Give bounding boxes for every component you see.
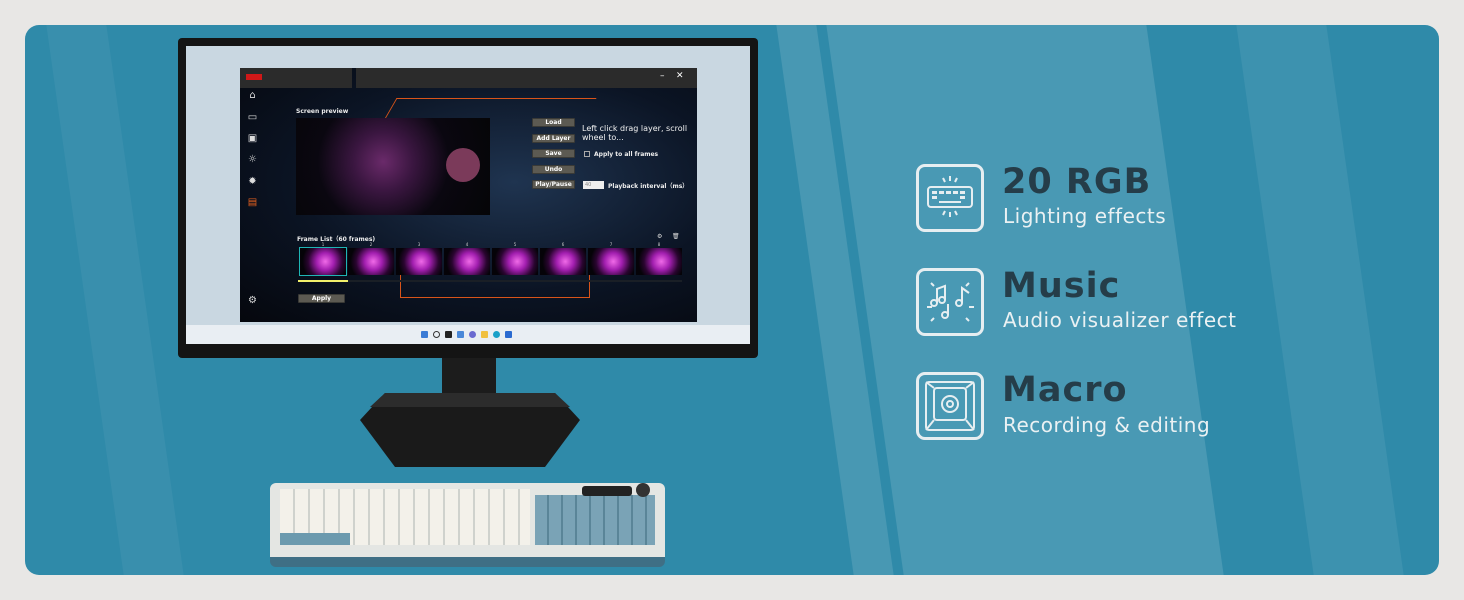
apply-all-label: Apply to all frames: [594, 151, 659, 158]
frame-settings-icon[interactable]: ⚙: [657, 233, 663, 240]
playback-interval-input[interactable]: 40: [583, 181, 604, 189]
feature-title: 20 RGB: [1002, 162, 1152, 202]
feature-title: Music: [1002, 266, 1121, 306]
frame-thumbnail[interactable]: [588, 248, 634, 275]
frame-thumbnail[interactable]: [444, 248, 490, 275]
terminal-icon[interactable]: ▣: [247, 133, 258, 144]
playback-interval-label: Playback interval（ms）: [608, 183, 689, 190]
feature-subtitle: Recording & editing: [1003, 413, 1211, 437]
feature-title: Macro: [1002, 370, 1128, 410]
led-strip-icon[interactable]: ▤: [247, 197, 258, 208]
frame-number: 8: [657, 242, 661, 247]
hint-text: Left click drag layer, scroll wheel to..…: [582, 124, 688, 142]
frame-progress-track[interactable]: [298, 280, 682, 282]
feature-subtitle: Lighting effects: [1003, 204, 1167, 228]
keyboard: [270, 483, 665, 567]
save-button[interactable]: Save: [532, 149, 575, 158]
keyboard-nav-keys: [535, 495, 655, 545]
frame-thumbnail[interactable]: [492, 248, 538, 275]
keyboard-modifier-keys: [280, 533, 350, 545]
frame-number: 7: [609, 242, 613, 247]
decor-stripe: [1236, 25, 1404, 575]
title-bar: – ✕: [356, 68, 697, 88]
start-icon[interactable]: [421, 331, 428, 338]
monitor-stand-base: [360, 393, 580, 467]
search-icon[interactable]: [433, 331, 440, 338]
file-explorer-icon[interactable]: [481, 331, 488, 338]
keyboard-knob[interactable]: [636, 483, 650, 497]
apply-button[interactable]: Apply: [298, 294, 345, 303]
widgets-icon[interactable]: [457, 331, 464, 338]
taskbar: [186, 325, 750, 344]
chat-icon[interactable]: [469, 331, 476, 338]
brand-logo: [246, 74, 262, 80]
decor-line: [400, 268, 590, 298]
play-pause-button[interactable]: Play/Pause: [532, 180, 575, 189]
frame-thumbnail[interactable]: [299, 247, 347, 276]
app-window: – ✕ ⌂ ▭ ▣ ☼ ✹ ▤ ⚙ Screen preview Load Ad…: [240, 68, 697, 322]
undo-button[interactable]: Undo: [532, 165, 575, 174]
macro-key-icon: [916, 372, 984, 440]
apply-all-checkbox[interactable]: [584, 151, 590, 157]
frame-list-label: Frame List（60 frames): [297, 236, 376, 243]
load-button[interactable]: Load: [532, 118, 575, 127]
frame-progress-fill: [298, 280, 348, 282]
add-layer-button[interactable]: Add Layer: [532, 134, 575, 143]
task-view-icon[interactable]: [445, 331, 452, 338]
frame-thumbnail[interactable]: [348, 248, 394, 275]
title-bar-left: [240, 68, 352, 88]
screen-preview[interactable]: [296, 118, 490, 215]
edge-icon[interactable]: [493, 331, 500, 338]
frame-number: 3: [417, 242, 421, 247]
frame-number: 5: [513, 242, 517, 247]
keyboard-icon[interactable]: ▭: [247, 112, 258, 123]
frame-number: 1: [321, 242, 325, 247]
light-bulb-icon[interactable]: ☼: [248, 154, 257, 165]
home-icon[interactable]: ⌂: [249, 90, 256, 101]
frame-thumbnail[interactable]: [540, 248, 586, 275]
frame-number: 2: [369, 242, 373, 247]
music-notes-icon: [916, 268, 984, 336]
gear-icon[interactable]: ⚙: [248, 295, 257, 306]
feature-subtitle: Audio visualizer effect: [1003, 308, 1237, 332]
frame-thumbnail[interactable]: [636, 248, 682, 275]
frame-number: 4: [465, 242, 469, 247]
preview-planet: [446, 148, 480, 182]
store-icon[interactable]: [505, 331, 512, 338]
trash-icon[interactable]: 🗑: [672, 233, 680, 240]
minimize-button[interactable]: –: [660, 71, 665, 81]
keyboard-screen: [582, 486, 632, 496]
close-button[interactable]: ✕: [676, 71, 684, 81]
screen-preview-label: Screen preview: [296, 108, 349, 115]
decor-stripe: [46, 25, 184, 575]
keyboard-rgb-icon: [916, 164, 984, 232]
frame-thumbnail[interactable]: [396, 248, 442, 275]
sun-icon[interactable]: ✹: [248, 176, 257, 187]
frame-number: 6: [561, 242, 565, 247]
